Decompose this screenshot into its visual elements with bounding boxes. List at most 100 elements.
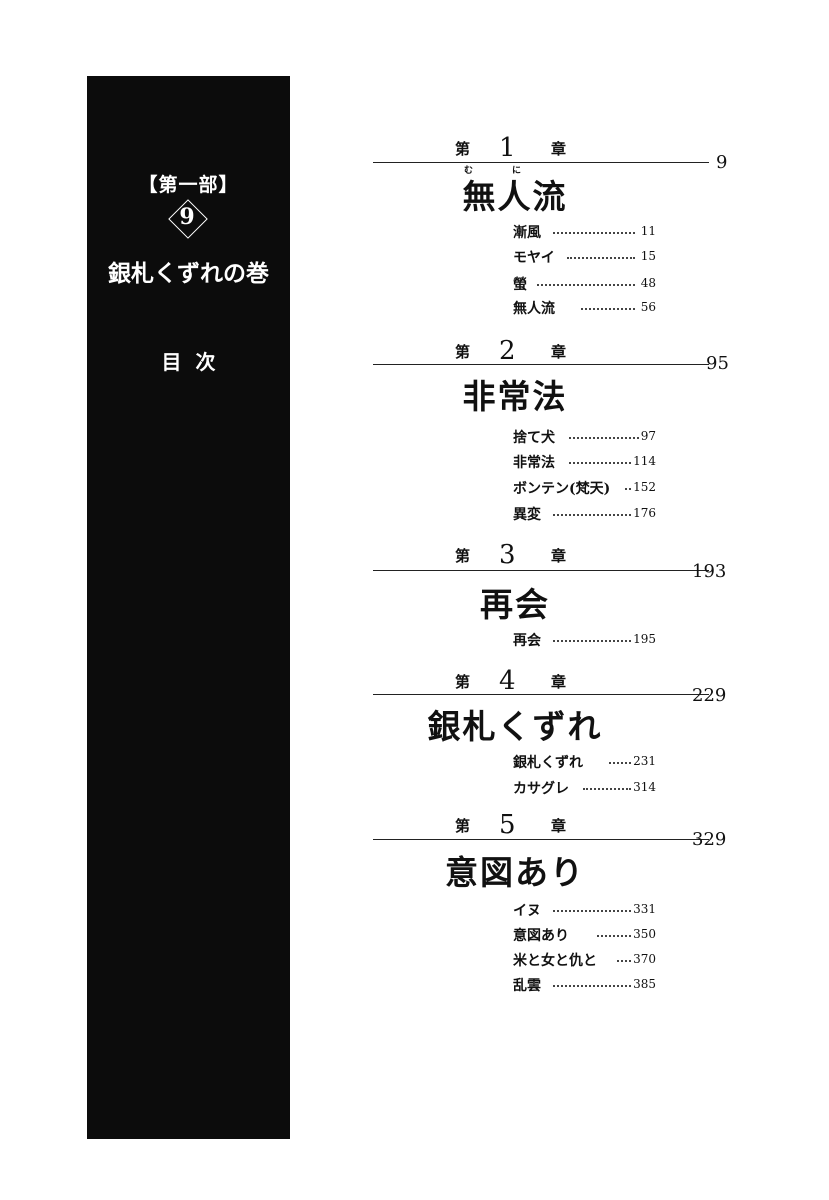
volume-sidebar: 【第一部】 9 銀札くずれの巻 目次 xyxy=(87,76,290,1139)
leader-dots xyxy=(597,935,631,937)
toc-heading: 目次 xyxy=(161,350,230,374)
entry-title: 異変 xyxy=(513,507,541,523)
leader-dots xyxy=(553,985,631,987)
entry-title: カサグレ xyxy=(513,781,569,797)
chapter-suffix: 章 xyxy=(551,343,567,361)
chapter-suffix: 章 xyxy=(551,673,567,691)
entry-title: 非常法 xyxy=(513,455,555,471)
chapter-start-page: 193 xyxy=(692,561,727,582)
entry-title: モヤイ xyxy=(513,250,555,266)
chapter-rule xyxy=(373,162,709,163)
ruby-reading: む xyxy=(464,166,474,176)
chapter-prefix: 第 xyxy=(455,547,471,565)
entry-page: 152 xyxy=(633,480,656,494)
chapter-number: 2 xyxy=(499,336,516,366)
chapter-title: 無人流 xyxy=(462,177,568,216)
entry-page: 331 xyxy=(633,902,656,916)
chapter-rule xyxy=(373,364,709,365)
volume-number-badge: 9 xyxy=(168,199,208,239)
entry-page: 56 xyxy=(640,300,656,314)
leader-dots xyxy=(617,960,631,962)
leader-dots xyxy=(625,488,631,490)
toc-entry[interactable]: 漸風 11 xyxy=(513,220,663,244)
leader-dots xyxy=(609,762,631,764)
entry-title: イヌ xyxy=(513,903,541,919)
chapter-start-page: 9 xyxy=(716,152,728,173)
entry-title: 乱雲 xyxy=(513,978,541,994)
chapter-prefix: 第 xyxy=(455,140,471,158)
toc-entry[interactable]: ボンテン(梵天) 152 xyxy=(513,476,663,500)
chapter-title: 意図あり xyxy=(445,853,585,892)
chapter-rule xyxy=(373,570,709,571)
chapter-suffix: 章 xyxy=(551,817,567,835)
entry-page: 370 xyxy=(633,952,656,966)
toc-entry[interactable]: 銀札くずれ 231 xyxy=(513,750,663,774)
toc-entry[interactable]: 捨て犬 97 xyxy=(513,425,663,449)
chapter-heading: 第 2 章 xyxy=(455,336,575,366)
chapter-number: 4 xyxy=(499,666,516,696)
entry-page: 195 xyxy=(633,632,656,646)
chapter-prefix: 第 xyxy=(455,343,471,361)
entry-title: 意図あり xyxy=(513,928,569,944)
leader-dots xyxy=(583,788,631,790)
entry-page: 97 xyxy=(640,429,656,443)
chapter-start-page: 329 xyxy=(692,829,727,850)
chapter-title: 再会 xyxy=(480,585,550,624)
chapter-title: 銀札くずれ xyxy=(427,707,603,746)
entry-title: 螢 xyxy=(513,277,527,293)
ruby-reading: に xyxy=(512,166,522,176)
leader-dots xyxy=(581,308,635,310)
entry-page: 11 xyxy=(640,224,656,238)
entry-page: 314 xyxy=(633,780,656,794)
chapter-suffix: 章 xyxy=(551,140,567,158)
entry-title: 銀札くずれ xyxy=(513,755,583,771)
entry-page: 231 xyxy=(633,754,656,768)
chapter-suffix: 章 xyxy=(551,547,567,565)
entry-page: 176 xyxy=(633,506,656,520)
chapter-rule xyxy=(373,694,709,695)
toc-entry[interactable]: モヤイ 15 xyxy=(513,245,663,269)
entry-page: 385 xyxy=(633,977,656,991)
chapter-heading: 第 4 章 xyxy=(455,666,575,696)
chapter-number: 1 xyxy=(499,133,516,163)
toc-entry[interactable]: 異変 176 xyxy=(513,502,663,526)
leader-dots xyxy=(553,514,631,516)
entry-title: 捨て犬 xyxy=(513,430,555,446)
toc-entry[interactable]: カサグレ 314 xyxy=(513,776,663,800)
toc-entry[interactable]: 乱雲 385 xyxy=(513,973,663,997)
entry-title: 再会 xyxy=(513,633,541,649)
entry-title: 無人流 xyxy=(513,301,555,317)
entry-title: ボンテン(梵天) xyxy=(513,481,611,497)
toc-entry[interactable]: 再会 195 xyxy=(513,628,663,652)
volume-number: 9 xyxy=(179,204,195,230)
toc-entry[interactable]: 米と女と仇と 370 xyxy=(513,948,663,972)
toc-entry[interactable]: 意図あり 350 xyxy=(513,923,663,947)
volume-title: 銀札くずれの巻 xyxy=(108,260,269,287)
chapter-title: 非常法 xyxy=(462,377,568,416)
leader-dots xyxy=(569,462,631,464)
chapter-number: 3 xyxy=(499,540,516,570)
toc-entry[interactable]: 無人流 56 xyxy=(513,296,663,320)
chapter-number: 5 xyxy=(499,810,516,840)
entry-title: 米と女と仇と xyxy=(513,953,597,969)
chapter-heading: 第 5 章 xyxy=(455,810,575,840)
entry-page: 15 xyxy=(640,249,656,263)
leader-dots xyxy=(569,437,639,439)
leader-dots xyxy=(537,284,635,286)
chapter-heading: 第 1 章 xyxy=(455,133,575,163)
leader-dots xyxy=(553,232,635,234)
chapter-prefix: 第 xyxy=(455,673,471,691)
chapter-heading: 第 3 章 xyxy=(455,540,575,570)
toc-entry[interactable]: 非常法 114 xyxy=(513,450,663,474)
chapter-start-page: 229 xyxy=(692,685,727,706)
toc-entry[interactable]: 螢 48 xyxy=(513,272,663,296)
entry-page: 350 xyxy=(633,927,656,941)
chapter-start-page: 95 xyxy=(706,353,729,374)
entry-title: 漸風 xyxy=(513,225,541,241)
leader-dots xyxy=(553,640,631,642)
leader-dots xyxy=(553,910,631,912)
entry-page: 48 xyxy=(640,276,656,290)
chapter-prefix: 第 xyxy=(455,817,471,835)
toc-entry[interactable]: イヌ 331 xyxy=(513,898,663,922)
leader-dots xyxy=(567,257,635,259)
